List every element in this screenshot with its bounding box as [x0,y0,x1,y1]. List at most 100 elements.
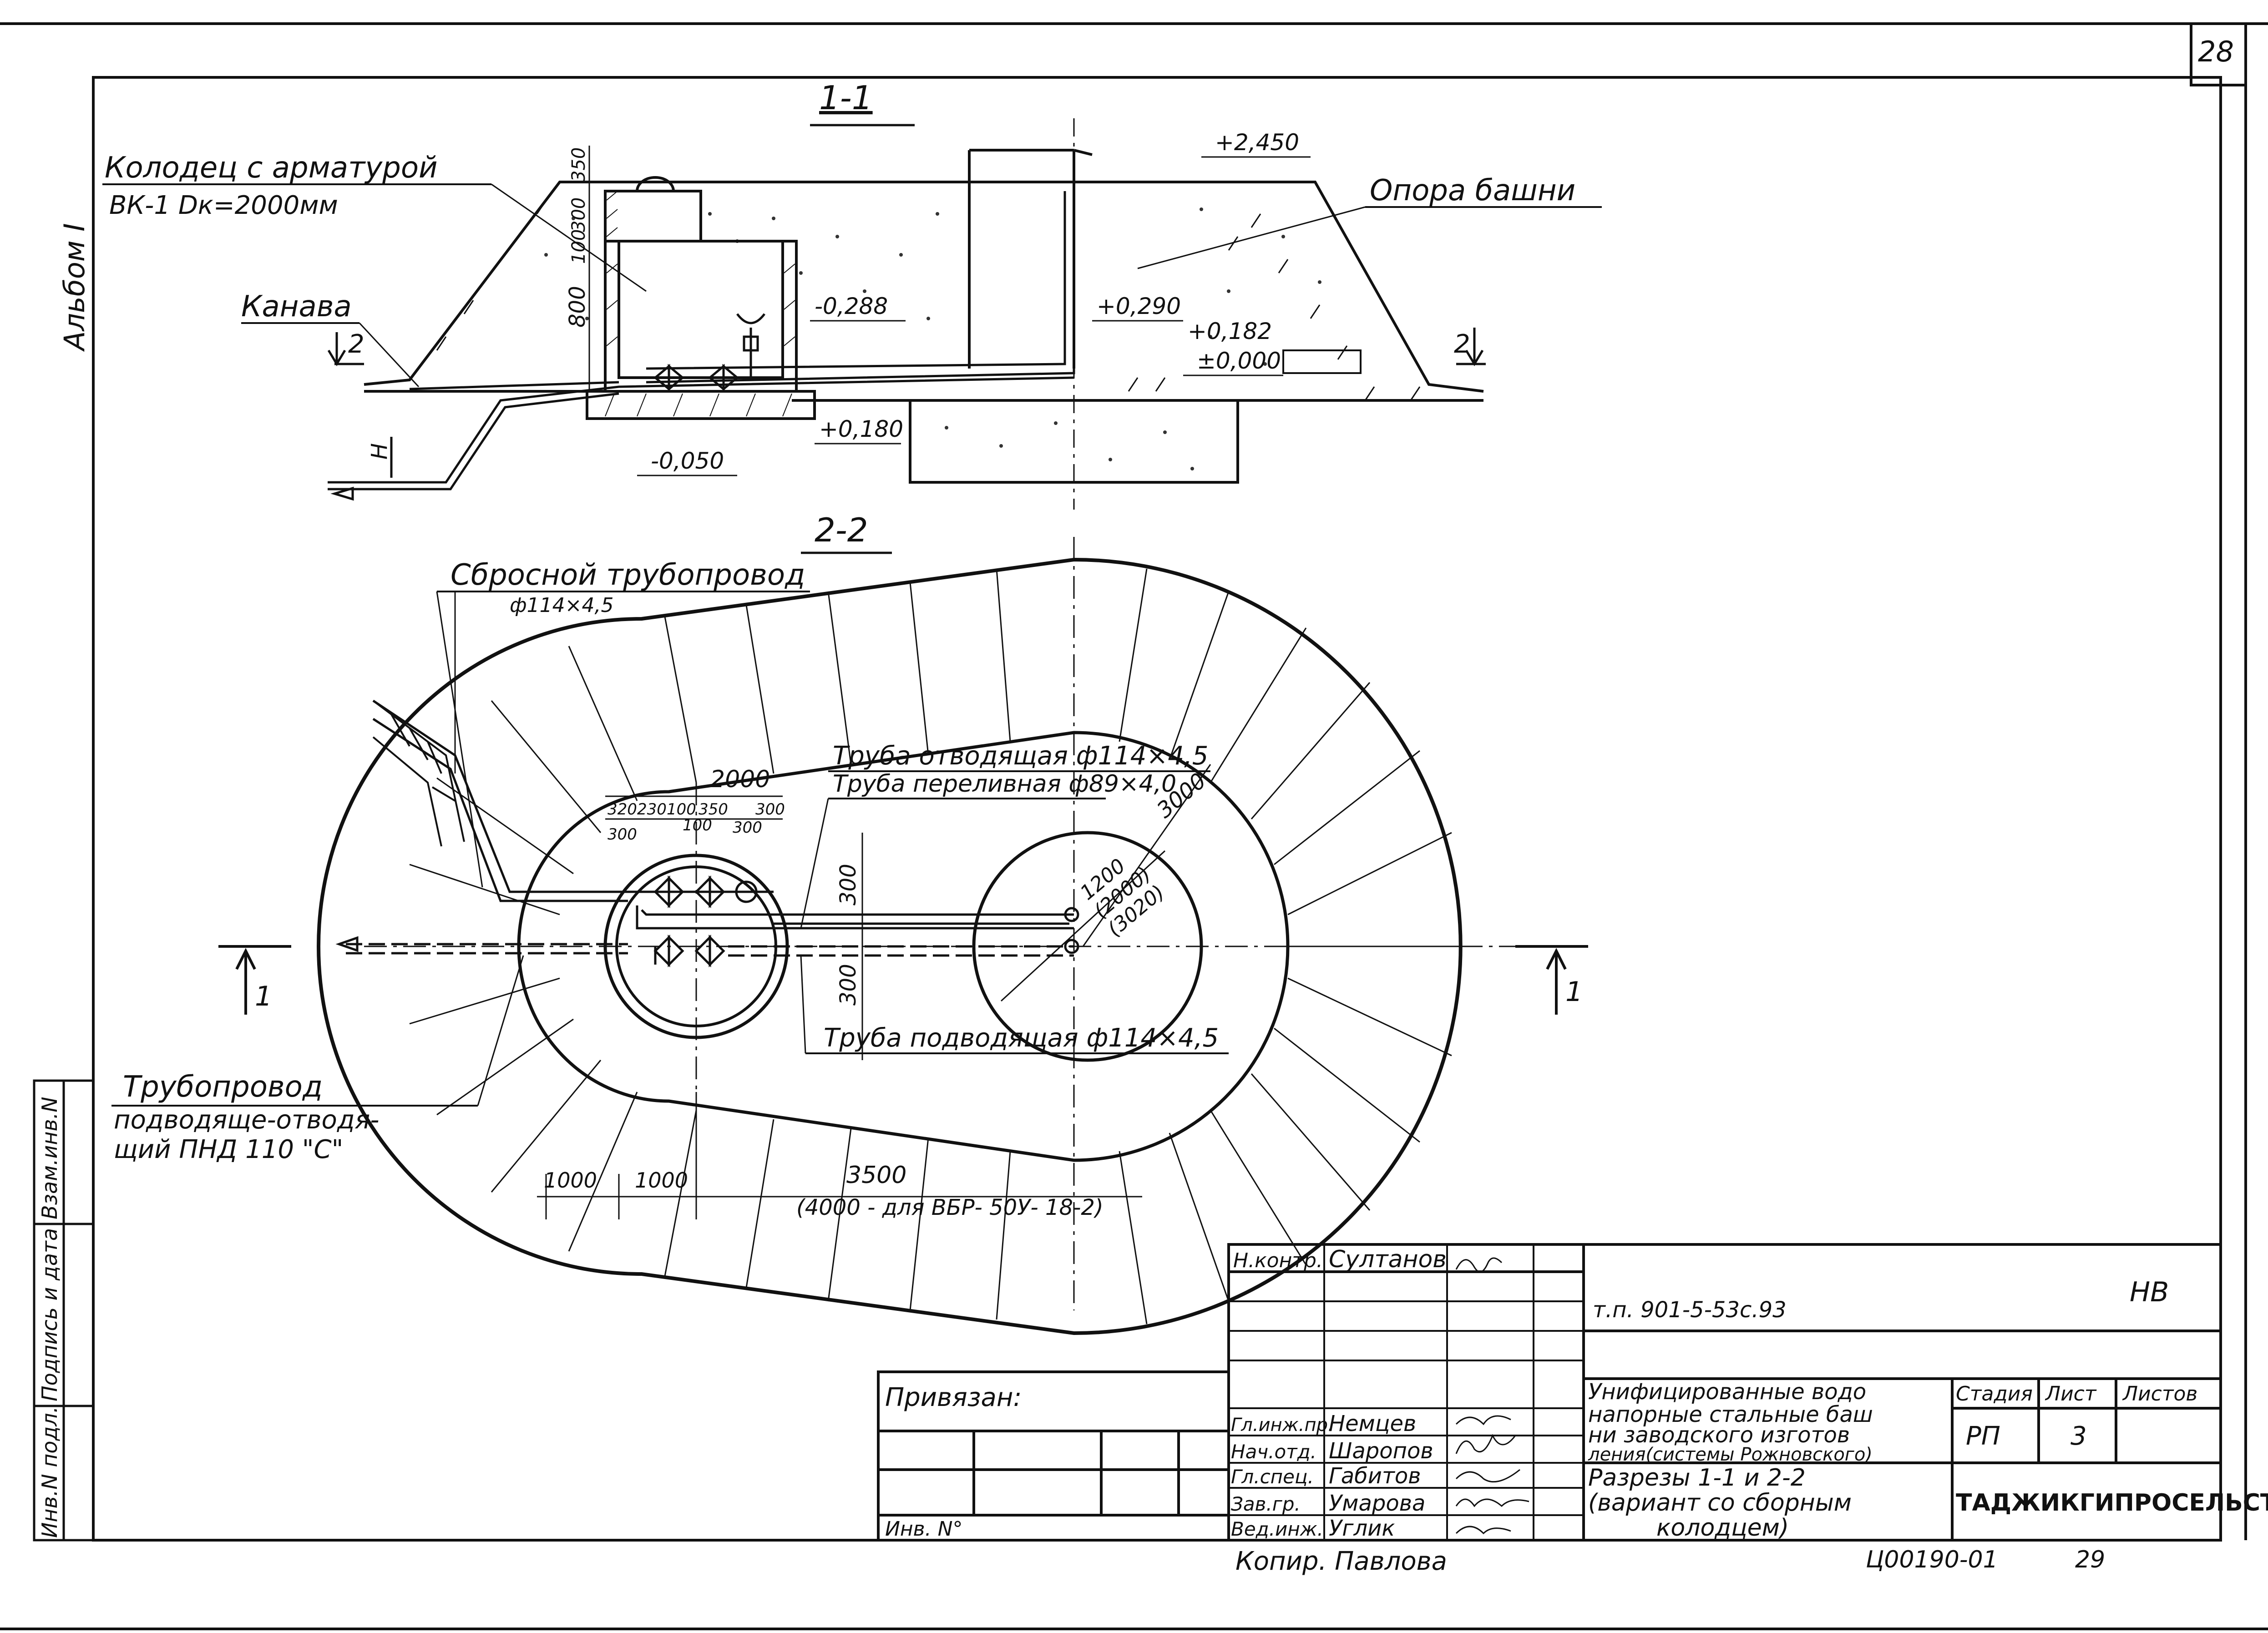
vdim-300: 300 [568,197,589,232]
elevation-7: -0,050 [651,448,724,474]
outlet-pipe-label: Труба отводящая ф114×4,5 [833,741,1208,771]
pipeline-label-2: подводяще-отводя- [114,1105,379,1135]
elevation-5: ±0,000 [1197,348,1281,374]
dim-top: 2000 [710,766,770,793]
name-1: Султанов [1329,1246,1447,1273]
pipeline-label-1: Трубопровод [123,1070,323,1104]
description-line-1: Унифицированные водо [1588,1379,1866,1405]
elevation-4: +0,182 [1188,318,1272,344]
elevation-6: +0,180 [819,416,903,442]
cut-mark-right: 1 [1565,976,1583,1008]
title-block-grid [1229,1244,1584,1540]
dim-small-6: 300 [608,825,637,844]
bottom-dim-2: 1000 [635,1168,688,1193]
drawing-title-line-3: колодцем) [1656,1514,1789,1542]
elevation-1: +2,450 [1215,129,1299,156]
side-stamp [33,1079,95,1542]
bottom-dim-3: 3500 [846,1162,906,1189]
well-label-line2: ВК-1 Dк=2000мм [109,191,338,220]
supply-pipe-label: Труба подводящая ф114×4,5 [824,1023,1219,1053]
dim-small-4: 350 [699,800,728,819]
well-wall-hatch [605,191,795,417]
elevation-3: +0,290 [1097,293,1181,319]
section-2-2: 2-2 [111,511,1588,1335]
organization: ТАДЖИКГИПРОСЕЛЬСТРОЙ [1956,1489,2268,1517]
section-mark-left: 2 [348,329,364,359]
role-6: Вед.инж. [1231,1518,1323,1540]
album-label: Альбом I [58,223,91,352]
side-label-signature: Подпись и дата [37,1228,62,1401]
section-1-title: 1-1 [819,79,873,117]
bottom-dim-1: 1000 [544,1168,597,1193]
name-2: Немцев [1329,1411,1416,1436]
drawing-title-line-1: Разрезы 1-1 и 2-2 [1588,1464,1806,1491]
stage-header: Стадия [1956,1382,2033,1405]
stage-value: РП [1966,1421,2000,1451]
role-4: Гл.спец. [1231,1466,1314,1488]
elevation-2: -0,288 [815,293,888,319]
soil-hatching [436,200,1421,401]
sheets-header: Листов [2122,1382,2197,1405]
doc-page: 29 [2075,1546,2105,1573]
signatures [1455,1257,1529,1535]
slope-hatching [409,568,1461,1325]
side-label-inventory: Инв.N подл. [37,1406,62,1538]
section-cut-marks [218,945,1588,1015]
name-3: Шаропов [1329,1438,1433,1464]
pipes-section-1 [328,191,1075,490]
section-2-title: 2-2 [815,511,868,549]
discharge-pipe-size: ф114×4,5 [510,594,613,617]
title-block [877,1243,2222,1542]
dim-small-3: 100 [667,800,696,819]
role-5: Зав.гр. [1231,1493,1301,1515]
description-line-3: ни заводского изготов [1588,1422,1850,1448]
embankment [364,181,1484,402]
pipeline-label-3: щий ПНД 110 "С" [114,1135,343,1164]
well-vk1 [586,176,816,420]
description-line-4: ления(системы Рожновского) [1588,1444,1873,1465]
section-1-1: 1-1 [102,79,1602,510]
name-4: Габитов [1329,1463,1421,1489]
side-label-substitute: Взам.инв.N [37,1097,62,1219]
vdim-800: 800 [565,286,590,328]
dim-small-8: 300 [733,819,762,837]
embankment-outline-inner [517,731,1290,1162]
dim-vertical-1: 300 [835,864,861,905]
privyazan-label: Привязан: [885,1383,1022,1412]
h-label: H [367,443,392,460]
ditch-label: Канава [241,290,352,324]
valves-plan [335,875,1079,968]
role-3: Нач.отд. [1231,1441,1316,1463]
dim-small-1: 320 [608,800,637,819]
doc-number: Ц00190-01 [1866,1546,1998,1573]
sheet-header: Лист [2045,1382,2097,1405]
name-6: Углик [1329,1516,1395,1541]
embankment-outline-outer [317,557,1463,1335]
project-code: т.п. 901-5-53с.93 [1593,1297,1787,1323]
copied-by: Копир. Павлова [1235,1547,1447,1576]
tower-label: Опора башни [1370,174,1575,207]
vdim-100: 100 [568,229,589,264]
inv-no-label: Инв. N° [885,1517,963,1541]
description-line-2: напорные стальные баш [1588,1402,1873,1427]
valves-section-1 [653,313,765,392]
role-1: Н.контр. [1233,1249,1323,1272]
page-number: 28 [2198,35,2234,68]
section-mark-right: 2 [1454,329,1470,359]
name-5: Умарова [1329,1491,1425,1516]
vdim-350: 350 [568,147,589,182]
pipes-plan [372,699,1074,965]
dim-small-5: 300 [755,800,785,819]
dim-small-7: 100 [683,816,712,834]
well-label-line1: Колодец с арматурой [105,151,438,185]
discharge-pipe-label: Сбросной трубопровод [451,558,805,592]
dim-vertical-2: 300 [835,964,861,1006]
discharge-ditch [372,700,465,847]
section-arrows-1 [327,328,1486,501]
dim-small-2: 230 [637,800,667,819]
pipeline-dashed [346,913,1074,957]
drawing-title-line-2: (вариант со сборным [1588,1489,1852,1517]
overflow-pipe-label: Труба переливная ф89×4,0 [833,770,1176,798]
cut-mark-left: 1 [255,981,272,1012]
